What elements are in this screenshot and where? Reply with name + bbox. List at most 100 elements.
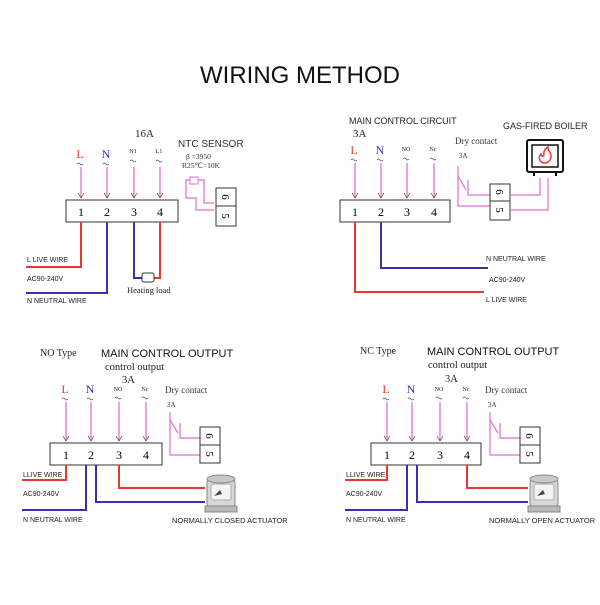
normally-closed-actuator-icon [204, 474, 238, 513]
nc-neutral-label: N NEUTRAL WIRE [346, 517, 406, 524]
nc-term-L: L [382, 382, 389, 396]
no-term-NO: NO [114, 387, 123, 393]
ntc-beta-label: β =3950 [186, 152, 211, 161]
nc-actuator-live [466, 465, 528, 489]
no-term-1: 1 [63, 448, 69, 462]
no-type-dry-current: 3A [167, 401, 176, 409]
boiler-label: GAS-FIRED BOILER [503, 121, 588, 131]
ntc-neutral-wire-label: N NEUTRAL WIRE [27, 298, 87, 305]
no-signal-lines [65, 402, 147, 441]
ntc-load-wire-b [153, 222, 161, 279]
boiler-ac-label: AC90-240V [489, 277, 526, 284]
nc-dry-contact-switch [489, 412, 520, 456]
no-live-wire [22, 465, 67, 481]
no-term-3: 3 [116, 448, 122, 462]
no-type-dry-contact: Dry contact [165, 385, 208, 395]
boiler-title: MAIN CONTROL CIRCUIT [349, 116, 457, 126]
no-terminal-block [49, 442, 163, 466]
ntc-neutral-wire [26, 222, 108, 294]
boiler-dry-current: 3A [459, 152, 468, 160]
no-side-6: 6 [203, 433, 215, 439]
boiler-side-6: 6 [493, 189, 505, 195]
ntc-term-3: 3 [131, 205, 137, 219]
nc-live-wire [345, 465, 388, 481]
ntc-side-5: 5 [219, 213, 231, 219]
ntc-r25-label: R25℃=10K [182, 161, 221, 170]
boiler-term-4: 4 [431, 205, 437, 219]
ntc-term-N: N [102, 147, 111, 161]
nc-side-6: 6 [523, 433, 535, 439]
no-type-diagram: NO Type MAIN CONTROL OUTPUT control outp… [22, 348, 288, 525]
boiler-term-2: 2 [378, 205, 384, 219]
no-ac-label: AC90-240V [23, 491, 60, 498]
nc-terminal-block [370, 442, 482, 466]
boiler-neutral-label: N NEUTRAL WIRE [486, 256, 546, 263]
no-type-title: MAIN CONTROL OUTPUT [101, 348, 233, 360]
ntc-sensor-diagram: 16A NTC SENSOR β =3950 R25℃=10K L N N1 L… [26, 128, 244, 305]
no-live-label: LLIVE WIRE [23, 472, 63, 479]
boiler-term-3: 3 [404, 205, 410, 219]
ntc-sensor-probe [189, 176, 199, 185]
ntc-term-L1: L1 [156, 149, 163, 155]
nc-term-2: 2 [409, 448, 415, 462]
no-actuator-label: NORMALLY CLOSED ACTUATOR [172, 516, 288, 525]
boiler-side-block [489, 183, 511, 221]
nc-term-4: 4 [464, 448, 470, 462]
nc-term-N: N [407, 382, 416, 396]
ntc-live-wire [26, 222, 82, 268]
boiler-link-b [510, 178, 549, 211]
nc-type-diagram: NC Type MAIN CONTROL OUTPUT control outp… [345, 346, 596, 525]
no-term-L: L [61, 382, 68, 396]
boiler-dry-contact: Dry contact [455, 136, 498, 146]
gas-boiler-icon [526, 139, 564, 176]
boiler-side-5: 5 [493, 207, 505, 213]
nc-term-1: 1 [384, 448, 390, 462]
boiler-live-label: L LIVE WIRE [486, 297, 527, 304]
no-neutral-wire [22, 465, 87, 511]
gas-boiler-diagram: MAIN CONTROL CIRCUIT 3A Dry contact 3A G… [339, 116, 588, 304]
no-actuator-live [118, 465, 205, 489]
nc-actuator-label: NORMALLY OPEN ACTUATOR [489, 516, 596, 525]
nc-live-label: LLIVE WIRE [346, 472, 386, 479]
no-term-2: 2 [88, 448, 94, 462]
nc-term-Nc: Nc [463, 387, 470, 393]
nc-signal-lines [386, 402, 468, 441]
page-title: WIRING METHOD [200, 62, 400, 89]
no-actuator-neutral [95, 465, 205, 503]
ntc-live-wire-label: L LIVE WIRE [27, 257, 68, 264]
ntc-heating-load-label: Heating load [127, 285, 171, 295]
no-side-5: 5 [203, 451, 215, 457]
ntc-tilde-marks [76, 159, 163, 166]
normally-open-actuator-icon [527, 474, 561, 513]
no-neutral-label: N NEUTRAL WIRE [23, 517, 83, 524]
boiler-term-N: N [376, 143, 385, 157]
ntc-load-wire-a [133, 222, 143, 279]
ntc-heating-load [141, 272, 155, 283]
boiler-term-L: L [350, 143, 357, 157]
ntc-terminal-block [65, 199, 179, 223]
ntc-term-N1: N1 [129, 149, 136, 155]
nc-type-subtitle: control output [428, 360, 487, 371]
ntc-term-L: L [76, 147, 83, 161]
nc-side-5: 5 [523, 451, 535, 457]
boiler-tilde-marks [350, 157, 437, 162]
boiler-signal-lines [354, 163, 435, 198]
ntc-arrow-heads [77, 192, 164, 199]
boiler-current: 3A [353, 128, 367, 140]
nc-type-current: 3A [445, 374, 458, 385]
no-dry-contact-switch [169, 412, 200, 456]
ntc-ac-label: AC90-240V [27, 276, 64, 283]
ntc-side-block [215, 187, 237, 227]
no-term-4: 4 [143, 448, 149, 462]
nc-type-title: MAIN CONTROL OUTPUT [427, 346, 559, 358]
nc-ac-label: AC90-240V [346, 491, 383, 498]
boiler-link-a [510, 178, 541, 196]
ntc-sensor-label: NTC SENSOR [178, 139, 244, 150]
boiler-dry-contact-switch [457, 166, 491, 207]
nc-term-NO: NO [435, 387, 444, 393]
nc-term-3: 3 [437, 448, 443, 462]
boiler-term-1: 1 [352, 205, 358, 219]
ntc-term-2: 2 [104, 205, 110, 219]
